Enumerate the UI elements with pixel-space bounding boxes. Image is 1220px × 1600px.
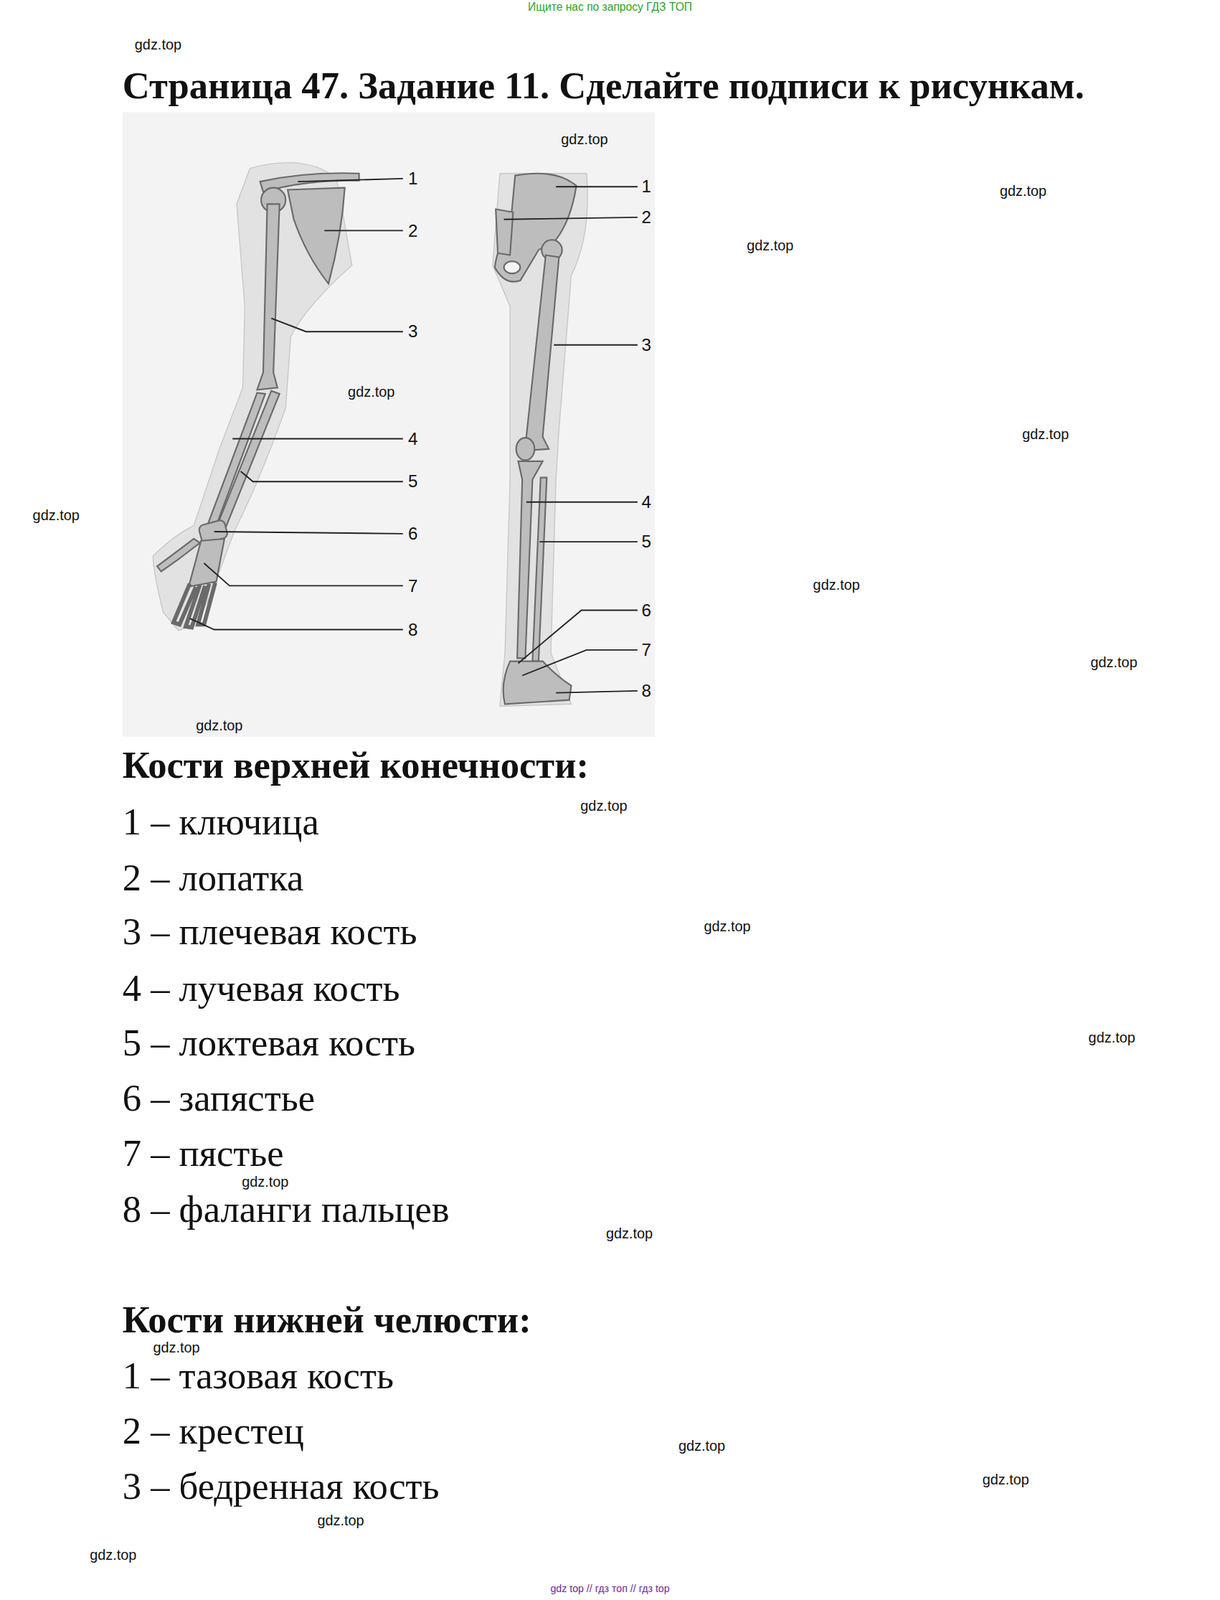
scapula <box>287 187 345 285</box>
drawing-stroke <box>522 649 638 676</box>
watermark: gdz.top <box>580 797 627 815</box>
answer-line: 1 – ключица <box>122 799 320 843</box>
radius <box>207 393 266 526</box>
watermark: gdz.top <box>89 1546 137 1563</box>
callout-number: 5 <box>408 471 418 492</box>
callout-number: 8 <box>408 619 418 640</box>
answer-line: 3 – плечевая кость <box>122 909 418 953</box>
callout-number: 6 <box>641 600 652 621</box>
watermark: gdz.top <box>703 918 751 935</box>
sacrum <box>495 209 513 256</box>
watermark: gdz.top <box>813 576 860 594</box>
callout-number: 2 <box>408 220 418 241</box>
drawing-stroke <box>324 229 404 231</box>
callout-number: 7 <box>408 575 418 597</box>
answer-line: 7 – пястье <box>122 1131 285 1175</box>
leg-silhouette <box>492 173 588 706</box>
callout-number: 7 <box>641 639 652 660</box>
watermark: gdz.top <box>982 1471 1030 1488</box>
obturator <box>504 261 521 274</box>
callout-number: 1 <box>641 176 652 197</box>
drawing-stroke <box>555 690 638 693</box>
arm-bones <box>157 172 360 627</box>
answer-line: 2 – лопатка <box>122 855 305 899</box>
drawing-stroke <box>203 563 403 586</box>
watermark: gdz.top <box>317 1511 364 1529</box>
answer-line: 8 – фаланги пальцев <box>122 1187 450 1231</box>
drawing-stroke <box>555 185 638 188</box>
callout-number: 3 <box>408 321 418 342</box>
ulna <box>216 390 280 531</box>
answer-line: 6 – запястье <box>122 1075 315 1119</box>
watermark: gdz.top <box>347 383 395 401</box>
answer-line: 4 – лучевая кость <box>122 966 401 1010</box>
callout-number: 8 <box>641 680 652 701</box>
watermark: gdz.top <box>560 131 608 148</box>
callout-number: 3 <box>641 334 652 356</box>
answer-line: 3 – бедренная кость <box>122 1463 440 1507</box>
leader-lines <box>190 178 638 693</box>
foot <box>503 661 572 705</box>
photo-ground <box>122 111 655 736</box>
watermark: gdz.top <box>1090 654 1138 671</box>
page-title: Страница 47. Задание 11. Сделайте подпис… <box>122 63 1085 107</box>
answer-line: 5 – локтевая кость <box>122 1020 416 1064</box>
watermark: gdz.top <box>241 1173 289 1190</box>
answer-line: 2 – крестец <box>122 1408 305 1452</box>
callout-number: 5 <box>641 531 652 552</box>
watermark: gdz.top <box>606 1225 653 1242</box>
section-heading: Кости верхней конечности: <box>122 743 589 787</box>
watermark: gdz.top <box>678 1437 726 1454</box>
drawing-stroke <box>504 217 638 220</box>
watermark: gdz.top <box>1022 426 1069 443</box>
watermark: gdz.top <box>1088 1029 1136 1046</box>
pelvis <box>494 173 577 282</box>
section-heading: Кости нижней челюсти: <box>122 1297 532 1341</box>
watermark: gdz.top <box>746 237 794 254</box>
drawing-stroke <box>271 318 403 332</box>
drawing-stroke <box>526 501 638 503</box>
drawing-stroke <box>297 178 403 182</box>
watermark: gdz.top <box>134 36 182 54</box>
callout-number: 4 <box>408 428 418 449</box>
drawing-stroke <box>539 540 638 543</box>
drawing-stroke <box>240 471 404 482</box>
answer-line: 1 – тазовая кость <box>122 1353 394 1397</box>
drawing-stroke <box>214 531 404 534</box>
thumb <box>157 538 201 572</box>
femur <box>518 255 560 452</box>
drawing-stroke <box>190 618 404 630</box>
drawing-stroke <box>518 609 638 663</box>
watermark: gdz.top <box>999 182 1047 200</box>
drawing-stroke <box>553 344 638 346</box>
watermark: gdz.top <box>32 507 80 524</box>
footer-note: gdz top // гдз топ // гдз top <box>550 1582 670 1594</box>
fibula <box>532 477 547 662</box>
arm-silhouette <box>152 162 352 631</box>
callout-number: 6 <box>408 523 418 544</box>
drawing-stroke <box>232 438 404 440</box>
humerus <box>256 203 280 390</box>
callout-number: 4 <box>641 492 652 513</box>
callout-number: 2 <box>641 207 652 228</box>
callout-number: 1 <box>408 168 418 189</box>
patella <box>516 437 536 460</box>
watermark: gdz.top <box>195 717 243 734</box>
banner: Ищите нас по запросу ГДЗ ТОП <box>527 0 693 14</box>
watermark: gdz.top <box>152 1339 200 1356</box>
